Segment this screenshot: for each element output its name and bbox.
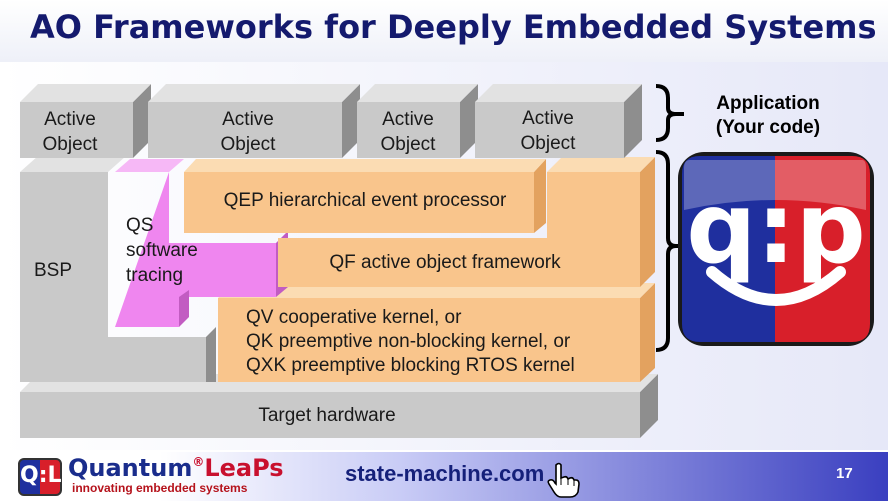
quantum-leaps-logo-icon: Q:L	[18, 458, 62, 496]
qp-logo-badge: q:p	[678, 152, 874, 346]
qp-logo-text: q:p	[686, 172, 866, 286]
application-brace	[655, 84, 684, 142]
active-object-4: Active	[475, 84, 642, 158]
your-code-label: (Your code)	[716, 117, 820, 138]
active-object-4-line1: Active	[522, 108, 574, 129]
qep-block: QEP hierarchical event processor	[184, 159, 546, 233]
application-label: Application	[716, 93, 819, 114]
page-title: AO Frameworks for Deeply Embedded System…	[30, 8, 877, 46]
page-number: 17	[836, 465, 853, 482]
active-object-2-line1: Active	[222, 109, 274, 130]
active-object-1-line2: Object	[43, 134, 99, 155]
kernel-line-qxk: QXK preemptive blocking RTOS kernel	[246, 355, 575, 376]
qs-label-line1: QS	[126, 215, 153, 236]
title-bar: AO Frameworks for Deeply Embedded System…	[0, 0, 888, 62]
brand-registered: ®	[192, 455, 205, 469]
bsp-label: BSP	[34, 260, 72, 281]
brand-quantum: Quantum	[68, 454, 193, 482]
active-object-2-line2: Object	[221, 134, 277, 155]
qs-label-line3: tracing	[126, 265, 183, 286]
hardware-label: Target hardware	[258, 405, 395, 426]
active-object-1: Active	[20, 84, 151, 158]
kernel-line-qv: QV cooperative kernel, or	[246, 307, 462, 328]
active-object-3-line2: Object	[381, 134, 437, 155]
active-object-4-line2: Object	[521, 133, 577, 154]
target-hardware-block: Target hardware	[20, 374, 658, 438]
kernels-block: QV cooperative kernel, or QK preemptive …	[218, 283, 655, 382]
bsp-block: BSP	[20, 156, 216, 382]
qep-label: QEP hierarchical event processor	[224, 190, 507, 211]
qs-label-line2: software	[126, 240, 198, 261]
qf-block: QF active object framework	[278, 157, 655, 287]
quantum-leaps-wordmark: Quantum®LeaPs	[68, 454, 284, 482]
website-link[interactable]: state-machine.com	[345, 461, 545, 486]
kernel-line-qk: QK preemptive non-blocking kernel, or	[246, 331, 571, 352]
active-object-1-line1: Active	[44, 109, 96, 130]
brand-tagline: innovating embedded systems	[72, 481, 248, 495]
qf-label: QF active object framework	[329, 252, 561, 273]
active-object-second-lines: Object Object Object Object	[43, 133, 577, 155]
pointer-hand-icon	[547, 462, 580, 498]
footer-bar	[0, 452, 888, 501]
active-object-3: Active	[357, 84, 478, 158]
active-object-3-line1: Active	[382, 109, 434, 130]
framework-brace	[655, 150, 684, 352]
brand-leaps: LeaPs	[204, 454, 284, 482]
active-object-2: Active	[148, 84, 360, 158]
